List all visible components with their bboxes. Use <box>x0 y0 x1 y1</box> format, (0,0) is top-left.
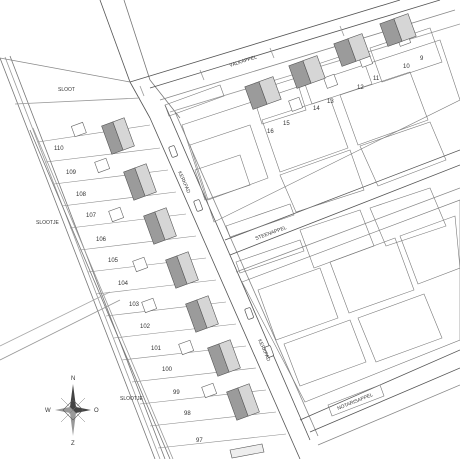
house-north-4 <box>379 13 417 47</box>
water-label-slootje-upper: SLOOTJE <box>36 220 59 226</box>
lot-number-west: 107 <box>86 213 97 219</box>
compass-south-label: Z <box>71 441 75 447</box>
lot-number-north: 12 <box>357 85 364 91</box>
footbridge <box>229 443 265 459</box>
house-west-3 <box>143 207 177 245</box>
lot-number-north: 11 <box>373 76 380 82</box>
lot-number-west: 97 <box>196 438 203 444</box>
water-label-slootje-lower: SLOOTJE <box>120 396 143 402</box>
lot-number-west: 104 <box>118 281 129 287</box>
house-north-3 <box>333 33 371 67</box>
lot-number-west: 106 <box>96 237 107 243</box>
lot-number-north: 10 <box>403 64 410 70</box>
water-label-sloot: SLOOT <box>58 87 75 93</box>
house-north-1 <box>244 76 282 110</box>
lot-number-west: 108 <box>76 192 87 198</box>
lot-number-west: 98 <box>184 411 191 417</box>
lot-number-north: 15 <box>283 121 290 127</box>
lot-number-west: 101 <box>151 346 162 352</box>
lot-number-west: 102 <box>140 324 151 330</box>
house-west-6 <box>207 339 241 377</box>
lot-number-west: 100 <box>162 367 173 373</box>
house-west-5 <box>185 295 219 333</box>
lot-number-north: 14 <box>313 106 320 112</box>
house-west-4 <box>165 251 199 289</box>
compass-north-label: N <box>71 376 75 382</box>
lot-number-west: 109 <box>66 170 77 176</box>
house-west-7 <box>226 383 260 421</box>
lot-number-west: 99 <box>173 390 180 396</box>
lot-number-north: 13 <box>327 99 334 105</box>
compass-west-label: W <box>45 408 51 414</box>
lot-number-north: 16 <box>267 129 274 135</box>
house-west-1 <box>101 117 135 155</box>
lot-number-west: 105 <box>108 258 119 264</box>
lot-number-west: 110 <box>54 146 64 152</box>
lot-number-north: 9 <box>420 56 424 62</box>
street-label-valkappel: VALKAPPEL <box>229 54 258 69</box>
compass-east-label: O <box>94 408 99 414</box>
street-label-steenappel: STEENAPPEL <box>255 225 288 242</box>
house-west-2 <box>123 163 157 201</box>
compass-rose: N Z W O <box>45 376 99 447</box>
lot-number-west: 103 <box>129 302 140 308</box>
house-north-2 <box>288 55 326 89</box>
